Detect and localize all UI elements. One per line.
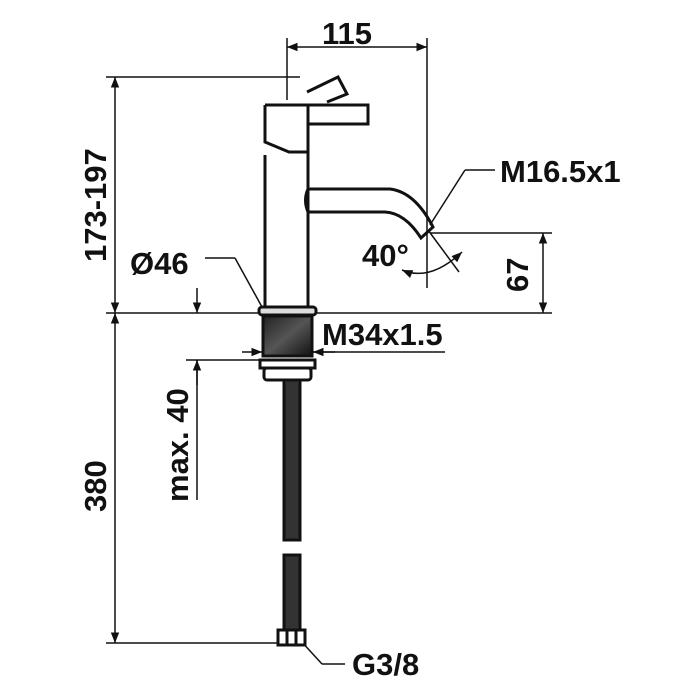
- dim-spout-reach: 115: [322, 16, 372, 51]
- dimension-lines: [106, 38, 552, 665]
- dim-hose-connection: G3/8: [352, 647, 419, 682]
- dim-base-diameter: Ø46: [130, 246, 189, 281]
- dim-hose-length: 380: [78, 460, 113, 512]
- dim-height-range: 173-197: [78, 148, 113, 262]
- faucet-body: [257, 75, 435, 647]
- dim-shank-thread: M34x1.5: [322, 317, 443, 352]
- dim-spout-height: 67: [500, 258, 535, 292]
- dim-spout-thread: M16.5x1: [500, 154, 621, 189]
- dim-max-deck-thickness: max. 40: [160, 388, 195, 502]
- dim-spout-angle: 40°: [362, 238, 409, 273]
